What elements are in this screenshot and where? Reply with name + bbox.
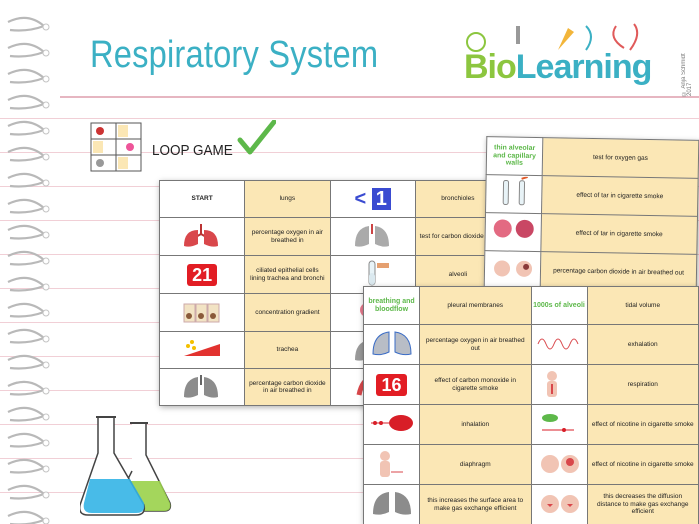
card-answer: exhalation bbox=[586, 324, 699, 365]
card-answer: test for oxygen gas bbox=[542, 137, 699, 179]
green-label-cell: breathing and bloodflow bbox=[363, 286, 420, 325]
biolearning-logo: BioLearning © Anja Schmidt 2017 bbox=[458, 20, 693, 96]
card-answer: this decreases the diffusion distance to… bbox=[586, 484, 699, 524]
card-answer: effect of tar in cigarette smoke bbox=[541, 175, 699, 217]
card-answer: respiration bbox=[586, 364, 699, 405]
emphysema-icon bbox=[484, 212, 542, 252]
number-16-icon: 16 bbox=[363, 364, 420, 405]
spiral-binding-icon bbox=[7, 16, 50, 524]
lungs-grey-icon bbox=[158, 368, 246, 406]
logo-copyright: © Anja Schmidt 2017 bbox=[681, 53, 693, 96]
wave-icon bbox=[530, 324, 588, 365]
card-answer: pleural membranes bbox=[419, 286, 532, 325]
card-answer: concentration gradient bbox=[244, 293, 331, 332]
nicotine-icon bbox=[530, 404, 588, 445]
card-answer: lungs bbox=[244, 180, 331, 218]
conical-flasks-icon bbox=[80, 416, 172, 516]
lungs-icon bbox=[158, 217, 246, 256]
page-title: Respiratory System bbox=[90, 34, 379, 76]
check-mark-icon bbox=[237, 120, 276, 155]
card-answer: diaphragm bbox=[419, 444, 532, 485]
cancer-icon bbox=[484, 250, 541, 290]
card-answer: this increases the surface area to make … bbox=[419, 484, 532, 524]
lab-equipment-icon bbox=[466, 23, 639, 52]
diaphragm-icon bbox=[363, 444, 420, 485]
ribcage-icon bbox=[530, 364, 588, 405]
less-than-one-icon: < 1 bbox=[329, 180, 416, 218]
lungs-blue-icon bbox=[363, 324, 420, 365]
card-answer: percentage carbon dioxide in air breathe… bbox=[244, 368, 331, 406]
loop-cards-thumbnail-icon bbox=[90, 122, 142, 172]
card-answer: trachea bbox=[244, 331, 331, 369]
green-label-cell: 1000s of alveoli bbox=[530, 286, 588, 325]
green-label-cell: thin alveolar and capillary walls bbox=[486, 136, 543, 176]
gradient-icon bbox=[158, 331, 246, 369]
card-answer: effect of tar in cigarette smoke bbox=[540, 213, 698, 255]
number-21-icon: 21 bbox=[158, 255, 246, 294]
red-blood-cell-icon bbox=[363, 404, 420, 445]
lungs-grey-icon bbox=[363, 484, 420, 524]
epithelial-cells-icon bbox=[158, 293, 246, 332]
card-answer: ciliated epithelial cells lining trachea… bbox=[244, 255, 331, 294]
loop-game-label: LOOP GAME bbox=[152, 142, 233, 159]
card-answer: inhalation bbox=[419, 404, 532, 445]
card-answer: effect of nicotine in cigarette smoke bbox=[586, 444, 699, 485]
heads-icon bbox=[530, 444, 588, 485]
title-underline bbox=[60, 96, 699, 98]
card-answer: effect of nicotine in cigarette smoke bbox=[586, 404, 699, 445]
card-answer: effect of carbon monoxide in cigarette s… bbox=[419, 364, 532, 405]
heart-attack-icon bbox=[530, 484, 588, 524]
lungs-grey-icon bbox=[329, 217, 416, 256]
loop-card-sheet-2: thin alveolar and capillary walls test f… bbox=[483, 136, 699, 293]
logo-text: BioLearning bbox=[464, 48, 652, 86]
glowing-splint-icon bbox=[485, 174, 543, 214]
card-answer: percentage oxygen in air breathed in bbox=[244, 217, 331, 256]
start-cell: START bbox=[158, 180, 246, 218]
loop-card-sheet-3: breathing and bloodflow pleural membrane… bbox=[363, 286, 699, 524]
card-answer: tidal volume bbox=[586, 286, 699, 325]
card-answer: percentage oxygen in air breathed out bbox=[419, 324, 532, 365]
